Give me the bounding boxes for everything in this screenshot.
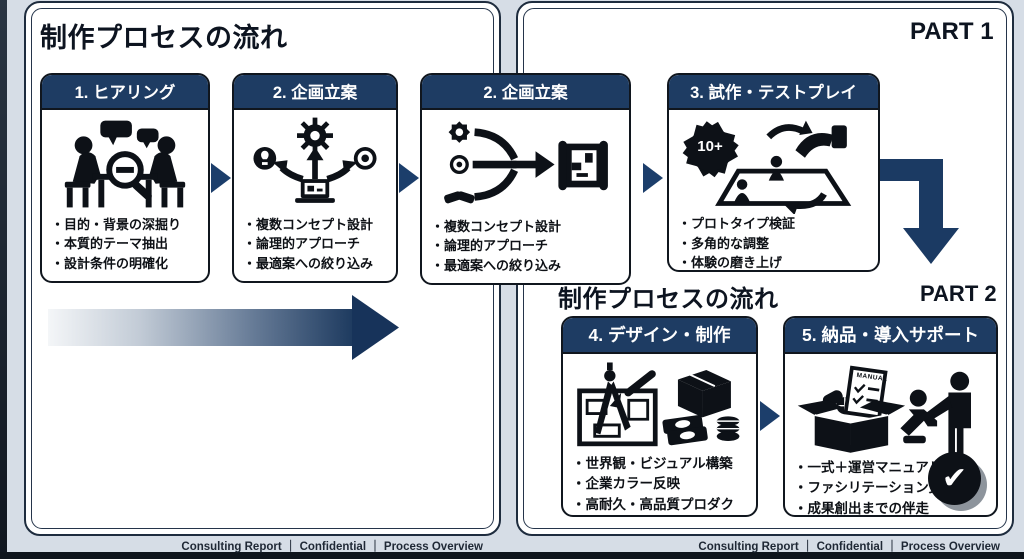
bullet-text: 企業カラー反映 bbox=[585, 476, 681, 492]
part2-label: PART 2 bbox=[920, 281, 997, 306]
bullet-text: プロトタイプ検証 bbox=[691, 216, 796, 231]
bullet-text: 論理的アプローチ bbox=[444, 238, 549, 253]
bullet-text: 世界観・ビジュアル構築 bbox=[585, 456, 733, 471]
step-header: 2. 企画立案 bbox=[422, 75, 629, 110]
part1-label: PART 1 bbox=[910, 18, 994, 45]
step-card-2-planning: 2. 企画立案 bbox=[232, 73, 398, 283]
down-elbow-arrow bbox=[877, 159, 959, 264]
step-card-2-planning-duplicate: 2. 企画立案 bbox=[420, 73, 631, 285]
gradient-flow-arrow-shaft bbox=[48, 309, 354, 346]
bullet-text: 本質的テーマ抽出 bbox=[64, 236, 169, 251]
step-header: 1. ヒアリング bbox=[42, 75, 208, 110]
step-header: 4. デザイン・制作 bbox=[563, 318, 756, 354]
slide-footer-right: Consulting Report ｜ Confidential ｜ Proce… bbox=[698, 541, 1000, 553]
bullet-text: 目的・背景の深掘り bbox=[64, 216, 182, 232]
flow-arrow-icon bbox=[760, 401, 780, 431]
flow-arrow-icon bbox=[211, 163, 231, 193]
bullet-text: 複数コンセプト設計 bbox=[256, 216, 374, 232]
step-header: 2. 企画立案 bbox=[234, 75, 396, 110]
screen-bottom-edge bbox=[0, 552, 1024, 559]
interview-icon bbox=[64, 120, 186, 208]
step-card-3-playtest: 3. 試作・テストプレイ bbox=[667, 73, 880, 272]
screen-left-edge bbox=[0, 0, 7, 559]
page-title-left: 制作プロセスの流れ bbox=[40, 23, 288, 53]
design-production-icon bbox=[577, 362, 740, 447]
bullet-text: 複数コンセプト設計 bbox=[444, 218, 562, 234]
step-header: 5. 納品・導入サポート bbox=[785, 318, 996, 354]
flow-arrow-icon bbox=[399, 163, 419, 193]
delivery-support-icon bbox=[797, 365, 971, 455]
step-header: 3. 試作・テストプレイ bbox=[669, 75, 878, 110]
flow-arrow-icon bbox=[643, 163, 663, 193]
playtest-count-badge: 10+ bbox=[697, 138, 723, 155]
bullet-text: 論理的アプローチ bbox=[256, 236, 361, 251]
bullet-text: ファシリテーション支援 bbox=[807, 480, 956, 496]
concept-merge-icon bbox=[443, 121, 608, 204]
concept-ideas-icon bbox=[253, 117, 377, 204]
completion-check-icon: ✔ bbox=[928, 452, 988, 512]
bullet-text: 多角的な調整 bbox=[691, 235, 770, 251]
bullet-text: 高耐久・高品質プロダクト bbox=[585, 496, 735, 512]
step-card-1-hearing: 1. ヒアリング bbox=[40, 73, 210, 283]
check-glyph: ✔ bbox=[941, 461, 968, 495]
bullet-text: 最適案への絞り込み bbox=[256, 255, 374, 271]
slide-footer-left: Consulting Report ｜ Confidential ｜ Proce… bbox=[181, 541, 483, 553]
bullet-text: 設計条件の明確化 bbox=[64, 255, 169, 271]
bullet-text: 成果創出までの伴走 bbox=[807, 500, 930, 516]
step-card-4-design: 4. デザイン・制作 bbox=[561, 316, 758, 517]
page-title-part2: 制作プロセスの流れ bbox=[558, 286, 779, 313]
bullet-text: 最適案への絞り込み bbox=[444, 257, 562, 273]
playtest-board-icon bbox=[682, 120, 851, 214]
bullet-text: 体験の磨き上げ bbox=[691, 255, 783, 270]
